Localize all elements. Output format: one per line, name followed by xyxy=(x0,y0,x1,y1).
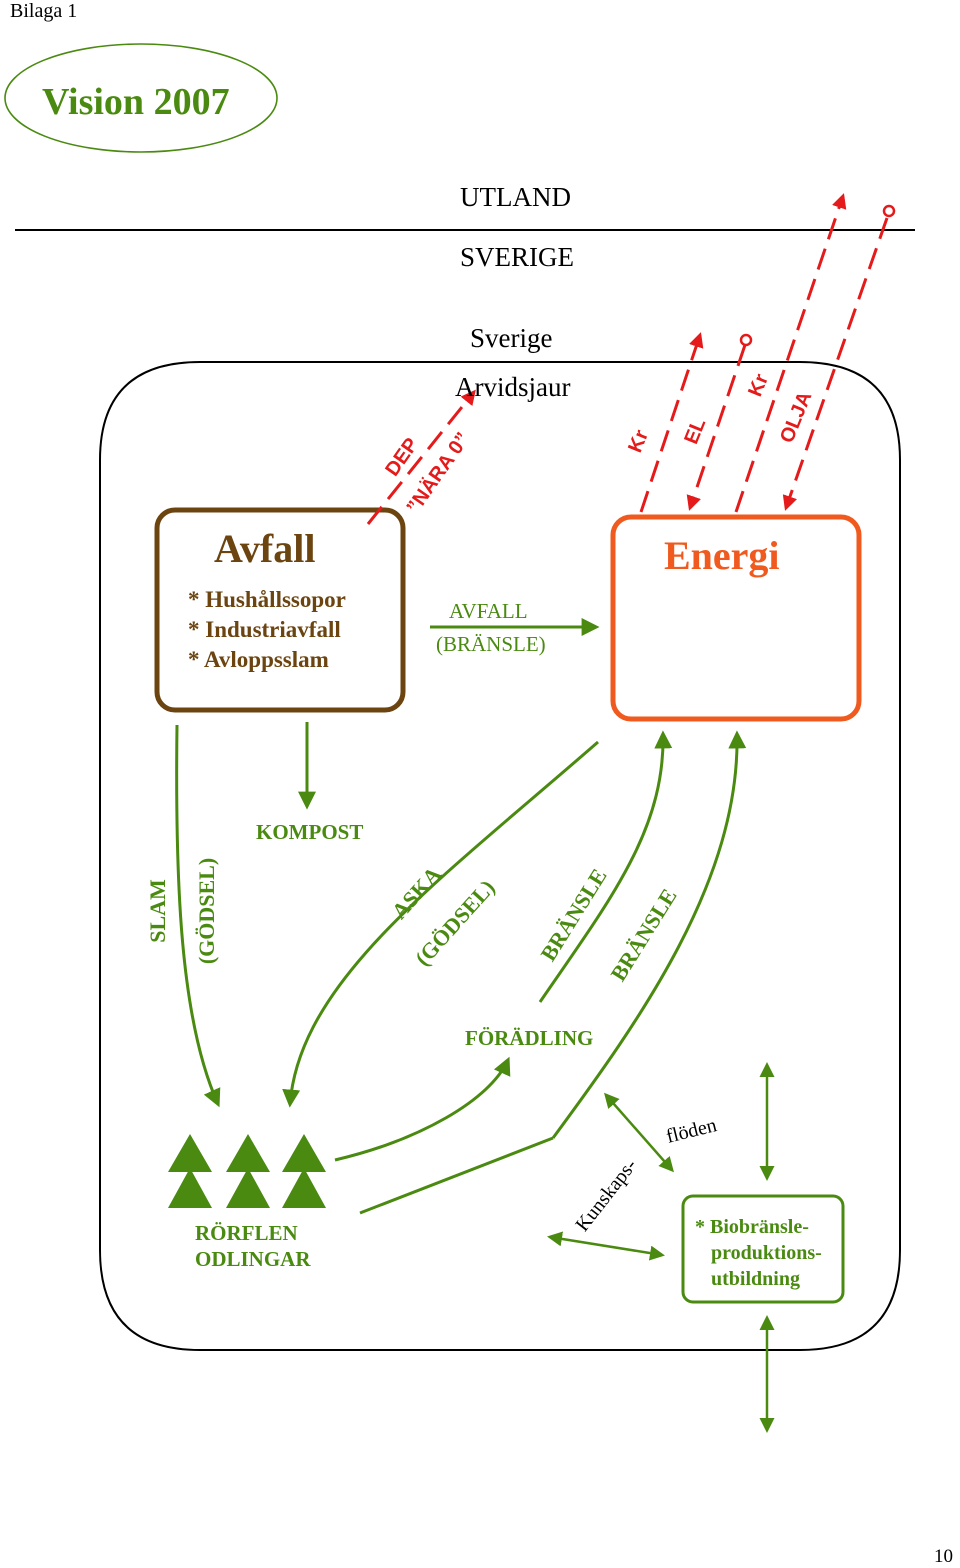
oil-start-dot xyxy=(882,204,896,218)
energy-title: Energi xyxy=(664,533,780,578)
waste-item-2: * Industriavfall xyxy=(188,617,341,642)
waste-item-1: * Hushållssopor xyxy=(188,587,346,612)
region-abroad: UTLAND xyxy=(460,182,571,212)
region-sweden: Sverige xyxy=(470,323,553,353)
crops-to-energy-arrow xyxy=(551,730,747,1139)
crops-line xyxy=(359,1136,554,1215)
education-box xyxy=(681,1194,845,1304)
refinement-to-energy-arrow xyxy=(538,730,673,1003)
waste-fuel-label-2: (BRÄNSLE) xyxy=(436,632,546,656)
waste-box xyxy=(154,507,406,713)
refinement-label: FÖRÄDLING xyxy=(465,1026,594,1050)
education-line-1: * Biobränsle- xyxy=(695,1216,809,1238)
kr-long-line xyxy=(734,193,847,513)
education-line-3: utbildning xyxy=(711,1268,800,1290)
oil-line xyxy=(782,217,889,511)
ash-arrow xyxy=(282,740,599,1108)
waste-item-3: * Avloppsslam xyxy=(188,647,329,672)
knowledge-arrow-upper xyxy=(604,1092,674,1173)
education-line-2: produktions- xyxy=(711,1242,822,1264)
sludge-label: SLAM xyxy=(144,879,170,943)
waste-fuel-label-1: AVFALL xyxy=(449,599,528,623)
compost-label: KOMPOST xyxy=(256,820,364,844)
crops-label-2: ODLINGAR xyxy=(195,1247,311,1271)
fertilizer-label-1: (GÖDSEL) xyxy=(194,857,220,965)
region-country: SVERIGE xyxy=(460,242,574,272)
el-line xyxy=(686,344,747,511)
waste-title: Avfall xyxy=(214,526,316,571)
knowledge-arrow-lower xyxy=(547,1231,665,1261)
sludge-arrow xyxy=(175,724,221,1108)
page-title: Vision 2007 xyxy=(42,81,230,123)
region-municipality: Arvidsjaur xyxy=(455,372,571,402)
energy-box xyxy=(610,514,862,722)
el-start-dot xyxy=(739,333,753,347)
title-ellipse xyxy=(4,43,278,153)
municipality-boundary xyxy=(99,361,901,1351)
page-number: 10 xyxy=(934,1546,953,1567)
dep-line xyxy=(366,389,476,525)
crops-label-1: RÖRFLEN xyxy=(195,1221,298,1245)
crop-trees-icon xyxy=(168,1134,326,1208)
crops-to-refinement-arrow xyxy=(334,1056,511,1162)
attachment-label: Bilaga 1 xyxy=(10,0,78,22)
